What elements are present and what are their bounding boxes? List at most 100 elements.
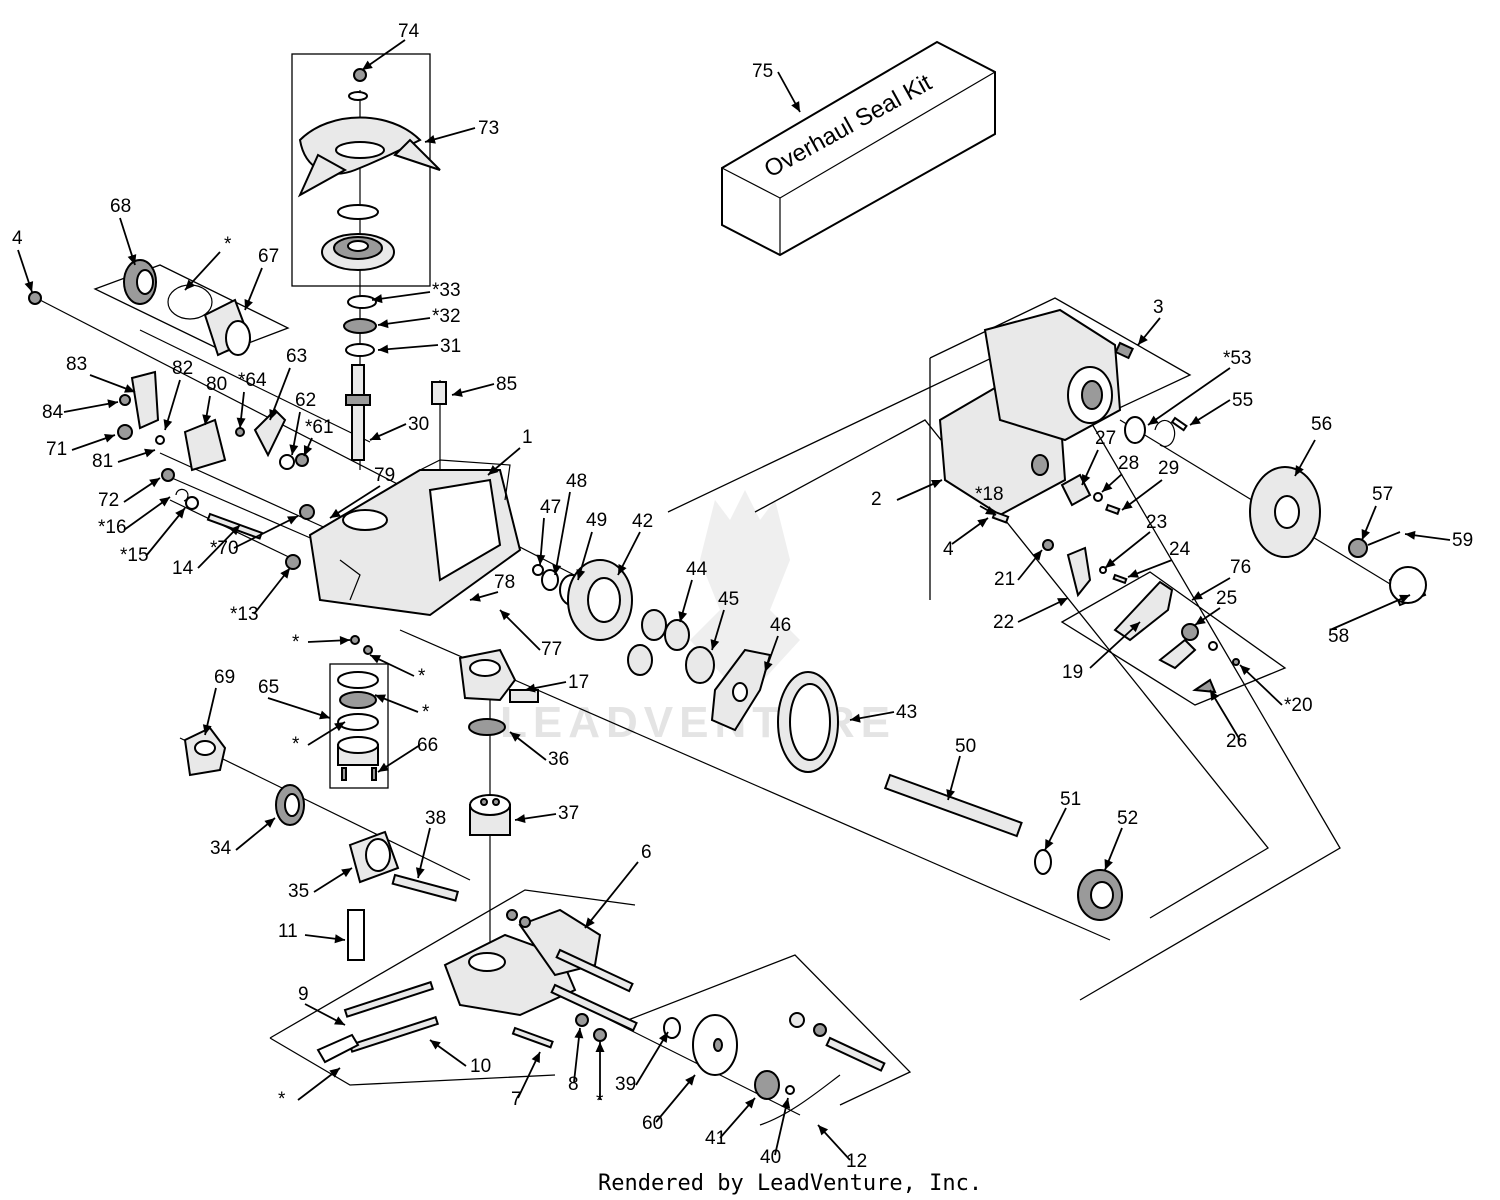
- leader-arrowhead: [370, 431, 381, 441]
- callout-2: 2: [871, 489, 882, 510]
- callout-33: *33: [432, 280, 461, 301]
- callout-66: 66: [417, 735, 438, 756]
- callout-18: *18: [975, 484, 1004, 505]
- callout-13: *13: [230, 604, 259, 625]
- leader-arrowhead: [1192, 591, 1203, 600]
- leader-line: [1147, 367, 1231, 426]
- callout-80: 80: [206, 374, 227, 395]
- footer-credit: Rendered by LeadVenture, Inc.: [598, 1171, 982, 1196]
- leader-arrowhead: [710, 639, 720, 650]
- leader-line: [377, 344, 439, 351]
- leader-arrowhead: [1295, 465, 1304, 476]
- callout-31: 31: [440, 336, 461, 357]
- callout-58: 58: [1328, 626, 1349, 647]
- leader-arrowhead: [264, 818, 275, 828]
- part-6-lower-housing: [443, 908, 638, 1032]
- leader-arrowhead: [585, 917, 595, 928]
- part-1-main-housing: [308, 459, 522, 655]
- leader-arrowhead: [1128, 569, 1139, 578]
- leader-arrowhead: [985, 506, 996, 515]
- callout-asterisk: *: [422, 702, 430, 723]
- leader-arrowhead: [618, 564, 627, 575]
- leader-arrowhead: [1210, 690, 1220, 701]
- leader-line: [1089, 621, 1141, 669]
- callout-asterisk: *: [292, 734, 300, 755]
- part-69-34-35-38-drive: [183, 726, 460, 961]
- leader-arrowhead: [163, 419, 173, 430]
- leader-arrowhead: [745, 1098, 755, 1109]
- group-outlines: [93, 53, 1341, 1106]
- leader-arrowhead: [1195, 615, 1206, 625]
- leader-arrowhead: [500, 610, 511, 621]
- callout-22: 22: [993, 612, 1014, 633]
- callout-83: 83: [66, 354, 87, 375]
- leader-arrowhead: [536, 554, 546, 565]
- callout-42: 42: [632, 511, 653, 532]
- callout-20: *20: [1284, 695, 1313, 716]
- callout-72: 72: [98, 490, 119, 511]
- callout-6: 6: [641, 842, 652, 863]
- leader-arrowhead: [202, 724, 212, 735]
- leader-line: [267, 697, 331, 719]
- leader-lines: [17, 39, 1451, 1161]
- part-9-10-7-8-bolts: [316, 980, 607, 1064]
- leader-arrowhead: [107, 399, 118, 409]
- leader-arrowhead: [378, 319, 389, 329]
- callout-41: 41: [705, 1128, 726, 1149]
- callout-67: 67: [258, 246, 279, 267]
- callout-85: 85: [496, 374, 517, 395]
- leader-line: [233, 515, 299, 549]
- leader-arrowhead: [430, 1040, 441, 1050]
- callout-81: 81: [92, 451, 113, 472]
- callout-24: 24: [1169, 539, 1191, 560]
- callout-70: *70: [210, 538, 239, 559]
- callout-27: 27: [1095, 428, 1116, 449]
- leader-arrowhead: [850, 713, 861, 723]
- part-42-49-48-47-gears: [532, 559, 772, 732]
- leader-arrowhead: [658, 1032, 668, 1043]
- callout-asterisk: *: [418, 666, 426, 687]
- callout-82: 82: [172, 358, 193, 379]
- leader-arrowhead: [303, 445, 313, 456]
- leader-arrowhead: [1122, 500, 1133, 510]
- leader-arrowhead: [574, 1028, 584, 1039]
- callout-43: 43: [896, 702, 917, 723]
- leader-arrowhead: [229, 525, 240, 536]
- callout-68: 68: [110, 196, 131, 217]
- leader-arrowhead: [1138, 334, 1148, 345]
- leader-arrowhead: [531, 1052, 540, 1063]
- callout-12: 12: [846, 1151, 867, 1172]
- callout-78: 78: [494, 572, 515, 593]
- callout-10: 10: [470, 1056, 491, 1077]
- leader-arrowhead: [1082, 474, 1091, 485]
- leader-arrowhead: [1405, 530, 1416, 540]
- leader-arrowhead: [124, 384, 135, 393]
- leader-arrowhead: [678, 611, 688, 622]
- callout-48: 48: [566, 471, 587, 492]
- leader-arrowhead: [1148, 415, 1159, 425]
- part-21-24-76-bracket: [1042, 539, 1240, 694]
- leader-arrowhead: [1399, 594, 1410, 604]
- callout-14: 14: [172, 558, 194, 579]
- leader-arrowhead: [1240, 665, 1251, 676]
- callout-69: 69: [214, 667, 235, 688]
- leader-arrowhead: [269, 409, 278, 420]
- callout-79: 79: [374, 465, 395, 486]
- callout-7: 7: [511, 1089, 522, 1110]
- callout-73: 73: [478, 118, 499, 139]
- callout-71: 71: [46, 439, 67, 460]
- callout-23: 23: [1146, 512, 1167, 533]
- leader-arrowhead: [415, 867, 425, 878]
- leader-arrowhead: [525, 683, 536, 693]
- leader-line: [635, 1031, 669, 1086]
- callout-55: 55: [1232, 390, 1253, 411]
- leader-arrowhead: [818, 1125, 829, 1136]
- leader-arrowhead: [202, 414, 212, 425]
- leader-arrowhead: [104, 434, 115, 443]
- callout-45: 45: [718, 589, 739, 610]
- leader-arrowhead: [1032, 550, 1042, 561]
- leader-arrowhead: [334, 1016, 345, 1025]
- leader-arrowhead: [330, 508, 341, 518]
- callout-17: 17: [568, 672, 589, 693]
